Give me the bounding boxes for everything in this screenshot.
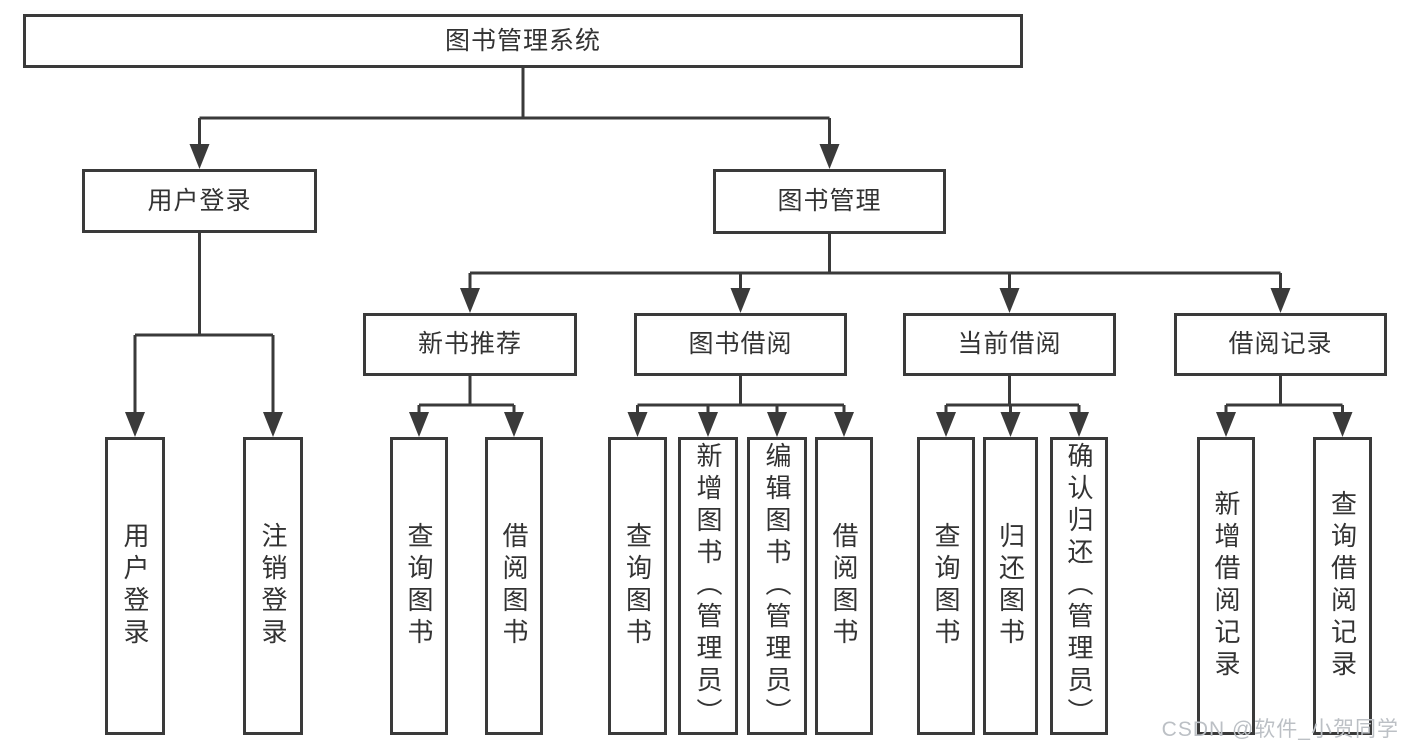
arrowhead [730, 288, 751, 313]
arrowhead [1270, 288, 1291, 313]
connector-book-mgmt-bus [468, 234, 1282, 290]
node-current-borrow-label: 当前借阅 [957, 330, 1062, 359]
node-book-borrow: 图书借阅 [634, 313, 847, 376]
connector-root-bus [198, 68, 831, 146]
leaf-current-confirm-return-admin: 确认归还（管理员） [1050, 437, 1108, 735]
arrowhead [1069, 412, 1089, 437]
leaf-current-return-books-label: 归还图书 [995, 522, 1026, 650]
node-book-management-label: 图书管理 [777, 187, 882, 216]
node-user-login-label: 用户登录 [147, 186, 252, 215]
arrowhead [936, 412, 956, 437]
connector-user-login-bus [133, 233, 275, 414]
arrowhead [819, 144, 840, 169]
arrowhead [834, 412, 854, 437]
arrowhead [1000, 412, 1021, 437]
leaf-record-query-borrow-record-label: 查询借阅记录 [1327, 490, 1358, 682]
leaf-borrow-edit-books-admin: 编辑图书（管理员） [747, 437, 807, 735]
node-root-label: 图书管理系统 [444, 26, 601, 55]
arrowhead [125, 412, 145, 437]
connector-current-bus [944, 376, 1081, 414]
leaf-current-return-books: 归还图书 [983, 437, 1038, 735]
arrowhead [504, 412, 524, 437]
leaf-borrow-borrow-books: 借阅图书 [815, 437, 873, 735]
leaf-borrow-query-books: 查询图书 [608, 437, 667, 735]
arrowhead [409, 412, 429, 437]
node-borrow-record-label: 借阅记录 [1228, 330, 1333, 359]
connector-newbook-bus [417, 376, 516, 414]
arrowhead [263, 412, 283, 437]
leaf-borrow-add-books-admin-label: 新增图书（管理员） [693, 442, 723, 730]
node-current-borrow: 当前借阅 [903, 313, 1116, 376]
leaf-newbook-borrow-books: 借阅图书 [485, 437, 543, 735]
leaf-borrow-edit-books-admin-label: 编辑图书（管理员） [762, 442, 792, 730]
leaf-borrow-query-books-label: 查询图书 [622, 522, 653, 650]
connector-record-bus [1224, 376, 1344, 414]
node-user-login: 用户登录 [82, 169, 317, 233]
arrowhead [1332, 412, 1353, 437]
arrowhead [1216, 412, 1236, 437]
leaf-borrow-borrow-books-label: 借阅图书 [829, 522, 859, 650]
arrowhead [627, 412, 648, 437]
connector-borrow-bus [636, 376, 846, 414]
node-book-borrow-label: 图书借阅 [688, 330, 793, 359]
leaf-current-confirm-return-admin-label: 确认归还（管理员） [1064, 442, 1094, 730]
arrowhead [767, 412, 787, 437]
leaf-logout-label: 注销登录 [258, 522, 288, 650]
leaf-record-add-borrow-record: 新增借阅记录 [1197, 437, 1255, 735]
leaf-newbook-query-books-label: 查询图书 [404, 522, 434, 650]
leaf-current-query-books-label: 查询图书 [931, 522, 961, 650]
arrowhead [460, 288, 480, 313]
leaf-record-add-borrow-record-label: 新增借阅记录 [1211, 490, 1241, 682]
node-root: 图书管理系统 [23, 14, 1023, 68]
leaf-logout: 注销登录 [243, 437, 303, 735]
leaf-record-query-borrow-record: 查询借阅记录 [1313, 437, 1372, 735]
leaf-current-query-books: 查询图书 [917, 437, 975, 735]
leaf-user-login-label: 用户登录 [120, 522, 150, 650]
node-new-book-recommend-label: 新书推荐 [417, 330, 522, 359]
leaf-borrow-add-books-admin: 新增图书（管理员） [678, 437, 738, 735]
arrowhead [999, 288, 1020, 313]
leaf-newbook-borrow-books-label: 借阅图书 [499, 522, 529, 650]
arrowhead [698, 412, 718, 437]
node-new-book-recommend: 新书推荐 [363, 313, 577, 376]
node-borrow-record: 借阅记录 [1174, 313, 1387, 376]
arrowhead [189, 144, 210, 169]
leaf-newbook-query-books: 查询图书 [390, 437, 448, 735]
node-book-management: 图书管理 [713, 169, 946, 234]
leaf-user-login: 用户登录 [105, 437, 165, 735]
watermark: CSDN @软件_小贺同学 [1161, 718, 1399, 741]
